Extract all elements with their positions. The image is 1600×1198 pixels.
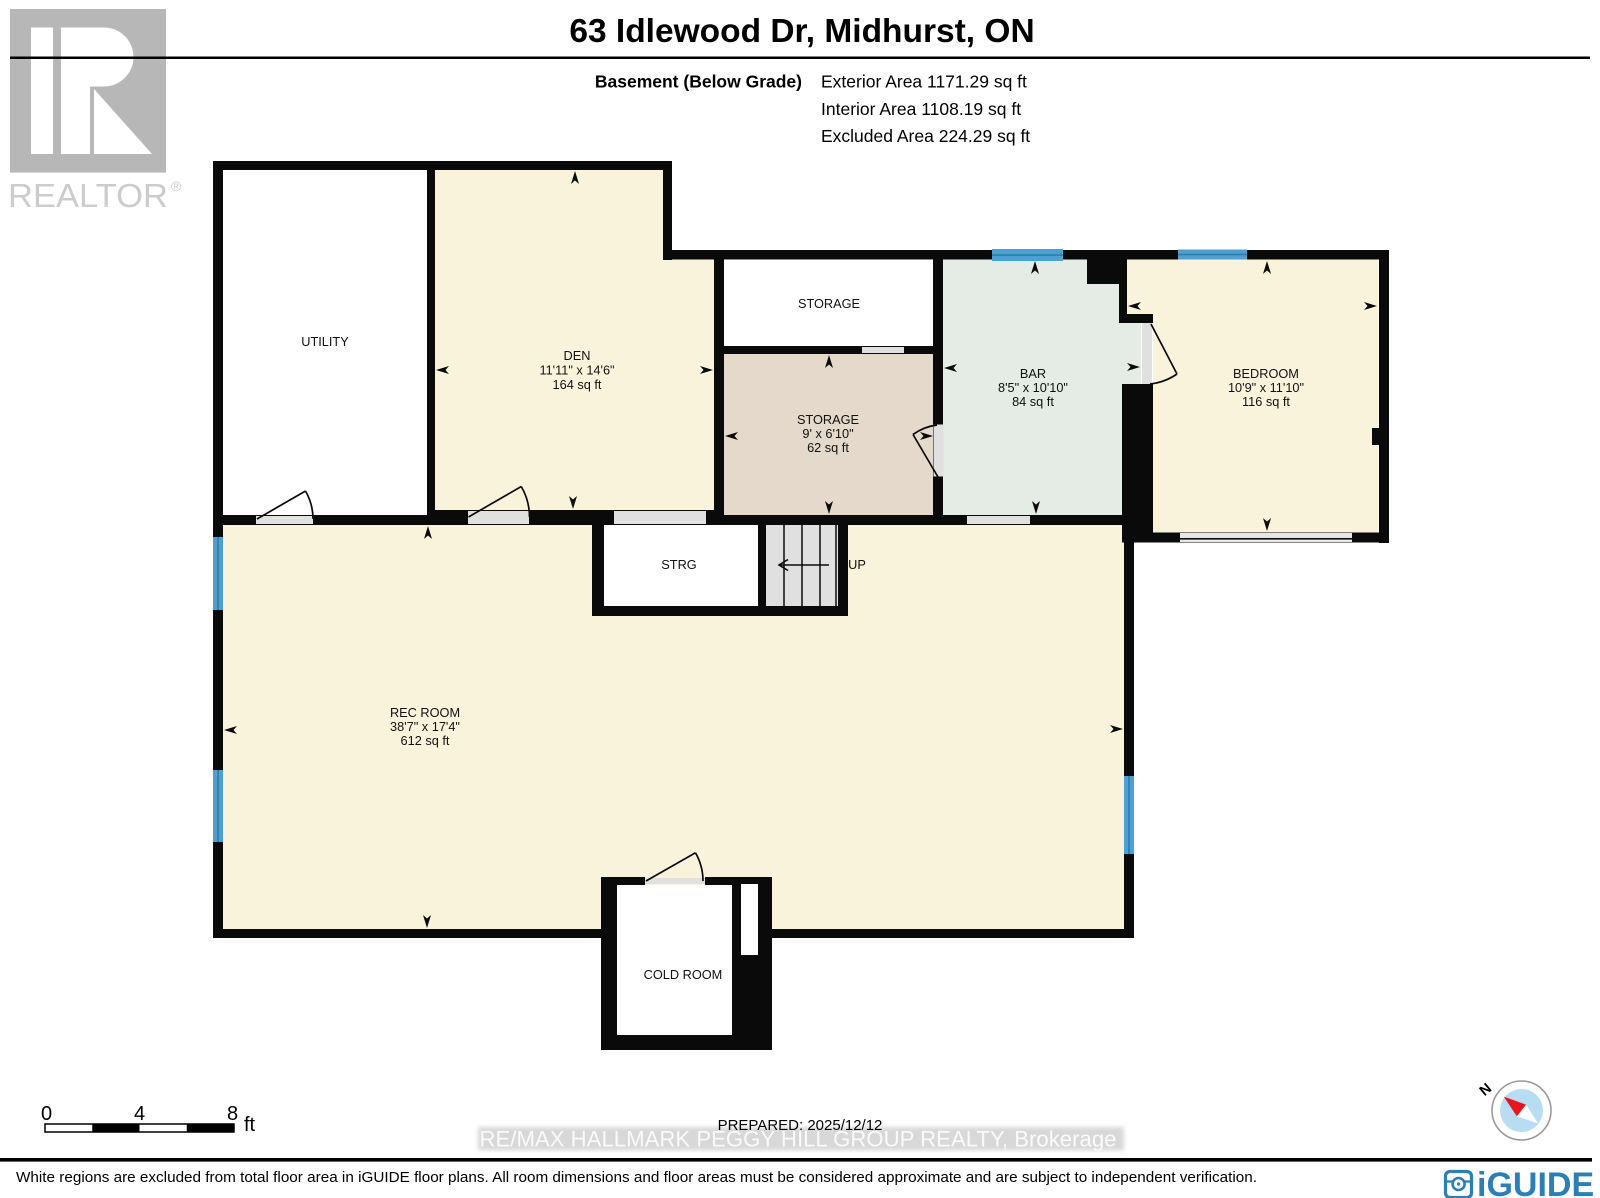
svg-text:iGUIDE: iGUIDE: [1477, 1166, 1594, 1198]
svg-text:DEN: DEN: [564, 348, 591, 363]
svg-text:BAR: BAR: [1020, 366, 1046, 381]
svg-text:612 sq ft: 612 sq ft: [401, 733, 450, 748]
svg-text:UTILITY: UTILITY: [301, 334, 349, 349]
svg-text:0: 0: [41, 1103, 52, 1125]
svg-text:STRG: STRG: [661, 557, 696, 572]
svg-text:COLD ROOM: COLD ROOM: [644, 967, 723, 982]
svg-text:9' x 6'10": 9' x 6'10": [802, 426, 853, 441]
svg-text:REALTOR: REALTOR: [8, 177, 168, 214]
svg-text:STORAGE: STORAGE: [797, 412, 859, 427]
svg-text:116 sq ft: 116 sq ft: [1242, 394, 1290, 409]
svg-text:BEDROOM: BEDROOM: [1233, 366, 1299, 381]
svg-text:RE/MAX HALLMARK PEGGY HILL GRO: RE/MAX HALLMARK PEGGY HILL GROUP REALTY,…: [480, 1127, 1117, 1152]
svg-text:White regions are excluded fro: White regions are excluded from total fl…: [16, 1170, 1257, 1186]
svg-text:STORAGE: STORAGE: [798, 296, 860, 311]
svg-text:63 Idlewood Dr, Midhurst, ON: 63 Idlewood Dr, Midhurst, ON: [569, 13, 1034, 50]
svg-text:Exterior Area 1171.29 sq ft: Exterior Area 1171.29 sq ft: [821, 72, 1027, 92]
svg-text:4: 4: [134, 1103, 145, 1125]
svg-text:PREPARED: 2025/12/12: PREPARED: 2025/12/12: [718, 1117, 883, 1134]
svg-text:®: ®: [171, 178, 182, 194]
svg-text:Excluded Area 224.29 sq ft: Excluded Area 224.29 sq ft: [821, 126, 1030, 146]
svg-text:38'7" x 17'4": 38'7" x 17'4": [390, 719, 460, 734]
svg-text:UP: UP: [848, 557, 866, 572]
svg-text:84 sq ft: 84 sq ft: [1012, 394, 1054, 409]
svg-text:ft: ft: [244, 1114, 256, 1136]
svg-text:8'5" x 10'10": 8'5" x 10'10": [998, 380, 1068, 395]
svg-text:10'9" x 11'10": 10'9" x 11'10": [1228, 380, 1304, 395]
svg-text:Basement (Below Grade): Basement (Below Grade): [595, 72, 802, 92]
svg-text:8: 8: [227, 1103, 238, 1125]
svg-text:11'11" x 14'6": 11'11" x 14'6": [539, 363, 614, 378]
svg-text:164 sq ft: 164 sq ft: [553, 377, 602, 392]
svg-text:REC ROOM: REC ROOM: [390, 705, 460, 720]
svg-text:Interior Area 1108.19 sq ft: Interior Area 1108.19 sq ft: [821, 99, 1021, 119]
svg-text:62 sq ft: 62 sq ft: [807, 440, 849, 455]
